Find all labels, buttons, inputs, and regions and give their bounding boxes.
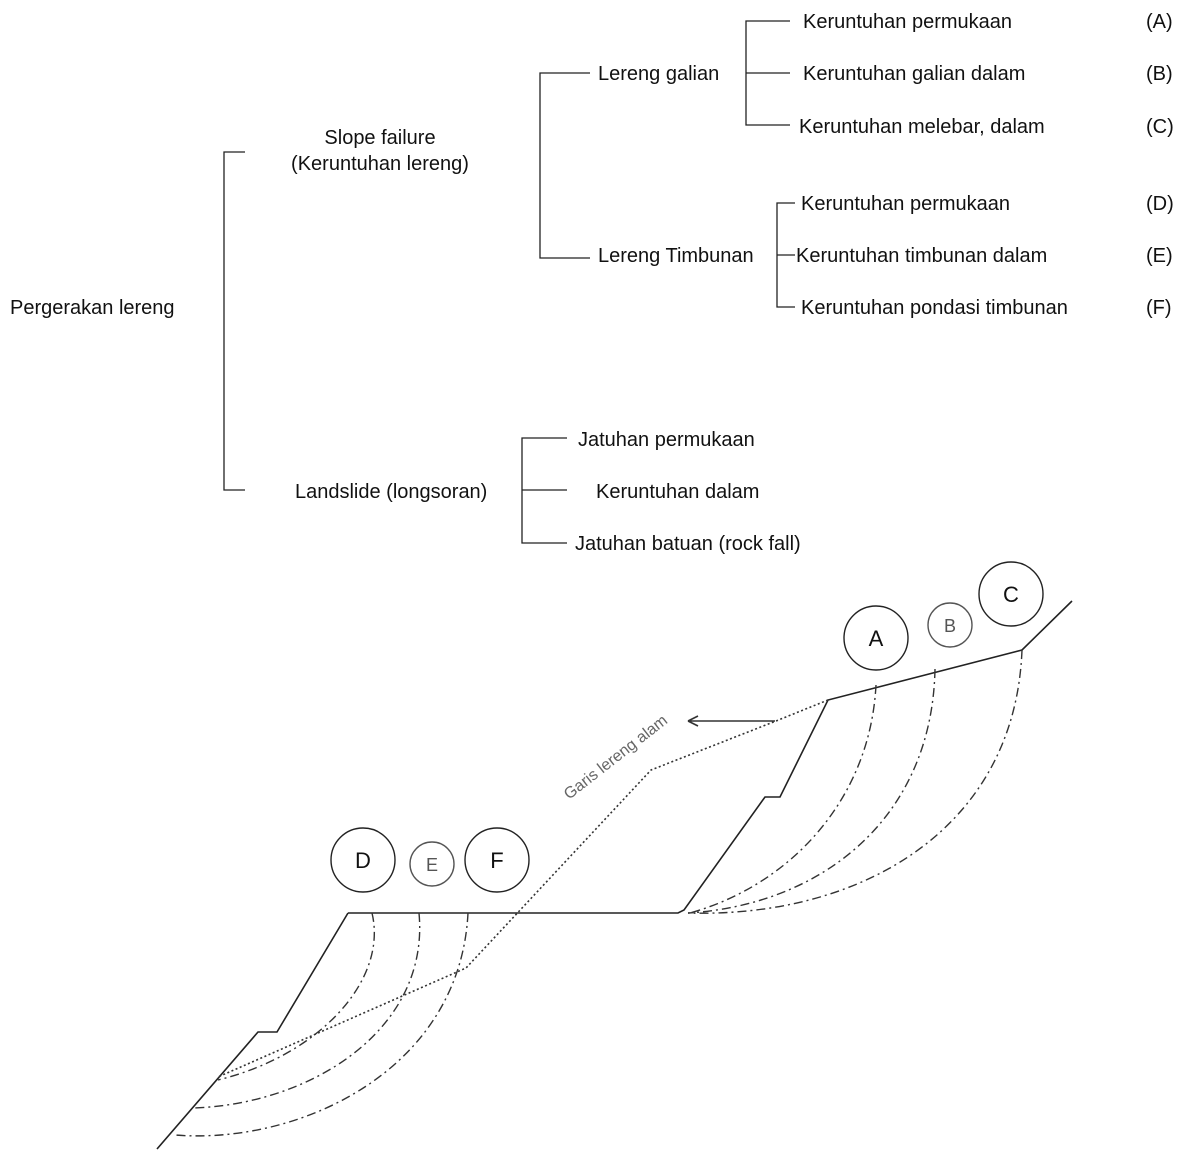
timbunan-item-d: Keruntuhan permukaan [801, 193, 1011, 215]
cut-slope-profile [348, 600, 1073, 914]
marker-circle-e [409, 841, 455, 887]
galian-item-a: Keruntuhan permukaan [803, 11, 1013, 33]
landslide-item-2: Keruntuhan dalam [596, 481, 760, 503]
slope-line-label: Garis lereng alam [561, 712, 671, 803]
failure-curve-c [687, 649, 1023, 914]
slope-failure-line1: Slope failure [324, 127, 436, 149]
marker-label-f: F [490, 848, 503, 873]
timbunan-bracket [776, 202, 795, 308]
landslide-label: Landslide (longsoran) [295, 481, 488, 503]
code-e: (E) [1146, 245, 1173, 267]
marker-circle-a [843, 605, 909, 671]
galian-bracket [745, 20, 790, 126]
marker-circle-b [927, 602, 973, 648]
galian-item-b: Keruntuhan galian dalam [803, 63, 1026, 85]
natural-slope-line [217, 699, 829, 1078]
code-a: (A) [1146, 11, 1173, 33]
root-label: Pergerakan lereng [10, 297, 175, 319]
galian-item-c: Keruntuhan melebar, dalam [799, 116, 1045, 138]
marker-circle-d [330, 827, 396, 893]
marker-label-e: E [426, 855, 438, 875]
root-bracket [223, 151, 245, 491]
landslide-item-1: Jatuhan permukaan [578, 429, 755, 451]
slope-arrow [687, 715, 775, 727]
failure-curve-f [174, 912, 469, 1137]
code-d: (D) [1146, 193, 1174, 215]
slope-failure-bracket [539, 72, 590, 259]
marker-circle-c [978, 561, 1044, 627]
code-c: (C) [1146, 116, 1174, 138]
landslide-bracket [521, 437, 567, 544]
failure-curve-e [191, 912, 421, 1109]
timbunan-item-f: Keruntuhan pondasi timbunan [801, 297, 1068, 319]
failure-curve-b [687, 668, 936, 914]
code-b: (B) [1146, 63, 1173, 85]
marker-label-b: B [944, 616, 956, 636]
timbunan-label: Lereng Timbunan [598, 245, 754, 267]
code-f: (F) [1146, 297, 1172, 319]
marker-label-c: C [1003, 582, 1019, 607]
galian-label: Lereng galian [598, 63, 720, 85]
timbunan-item-e: Keruntuhan timbunan dalam [796, 245, 1048, 267]
failure-curve-d [217, 912, 375, 1081]
slope-failure-line2: (Keruntuhan lereng) [291, 153, 469, 175]
marker-label-d: D [355, 848, 371, 873]
marker-circle-f [464, 827, 530, 893]
failure-curve-a [689, 684, 877, 914]
fill-slope-profile [156, 912, 349, 1150]
marker-label-a: A [869, 626, 884, 651]
landslide-item-3: Jatuhan batuan (rock fall) [575, 533, 801, 555]
